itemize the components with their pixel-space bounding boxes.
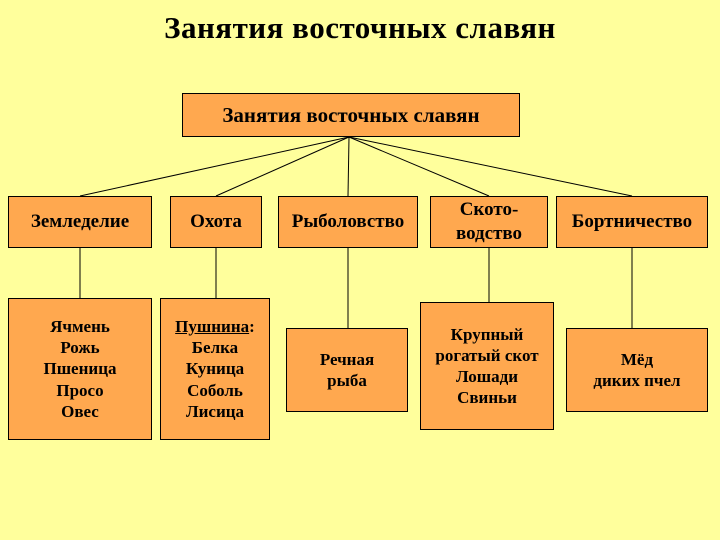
detail-zemledelie: Ячмень Рожь Пшеница Просо Овес (8, 298, 152, 440)
node-label: Ското- водство (455, 199, 523, 244)
node-label: Рыболовство (291, 211, 405, 233)
root-node-label: Занятия восточных славян (222, 102, 480, 127)
detail-bortnichestvo: Мёд диких пчел (566, 328, 708, 412)
detail-ohota: Пушнина: Белка Куница Соболь Лисица (160, 298, 270, 440)
node-bortnichestvo: Бортничество (556, 196, 708, 248)
node-zemledelie: Земледелие (8, 196, 152, 248)
detail-text: Ячмень Рожь Пшеница Просо Овес (43, 316, 117, 421)
detail-text: Мёд диких пчел (593, 349, 681, 390)
detail-text: Речная рыба (319, 349, 375, 390)
node-rybolovstvo: Рыболовство (278, 196, 418, 248)
node-skotovodstvo: Ското- водство (430, 196, 548, 248)
detail-heading-colon: : (249, 316, 255, 336)
detail-heading-word: Пушнина (175, 316, 250, 336)
detail-skotovodstvo: Крупный рогатый скот Лошади Свиньи (420, 302, 554, 430)
root-node: Занятия восточных славян (182, 93, 520, 137)
detail-heading: Пушнина: (175, 316, 255, 337)
node-label: Земледелие (30, 211, 130, 233)
detail-rybolovstvo: Речная рыба (286, 328, 408, 412)
node-label: Охота (190, 211, 242, 233)
page-title: Занятия восточных славян (164, 10, 556, 45)
detail-text: Белка Куница Соболь Лисица (185, 338, 245, 421)
node-ohota: Охота (170, 196, 262, 248)
detail-text: Крупный рогатый скот Лошади Свиньи (435, 324, 539, 408)
node-label: Бортничество (571, 211, 693, 233)
